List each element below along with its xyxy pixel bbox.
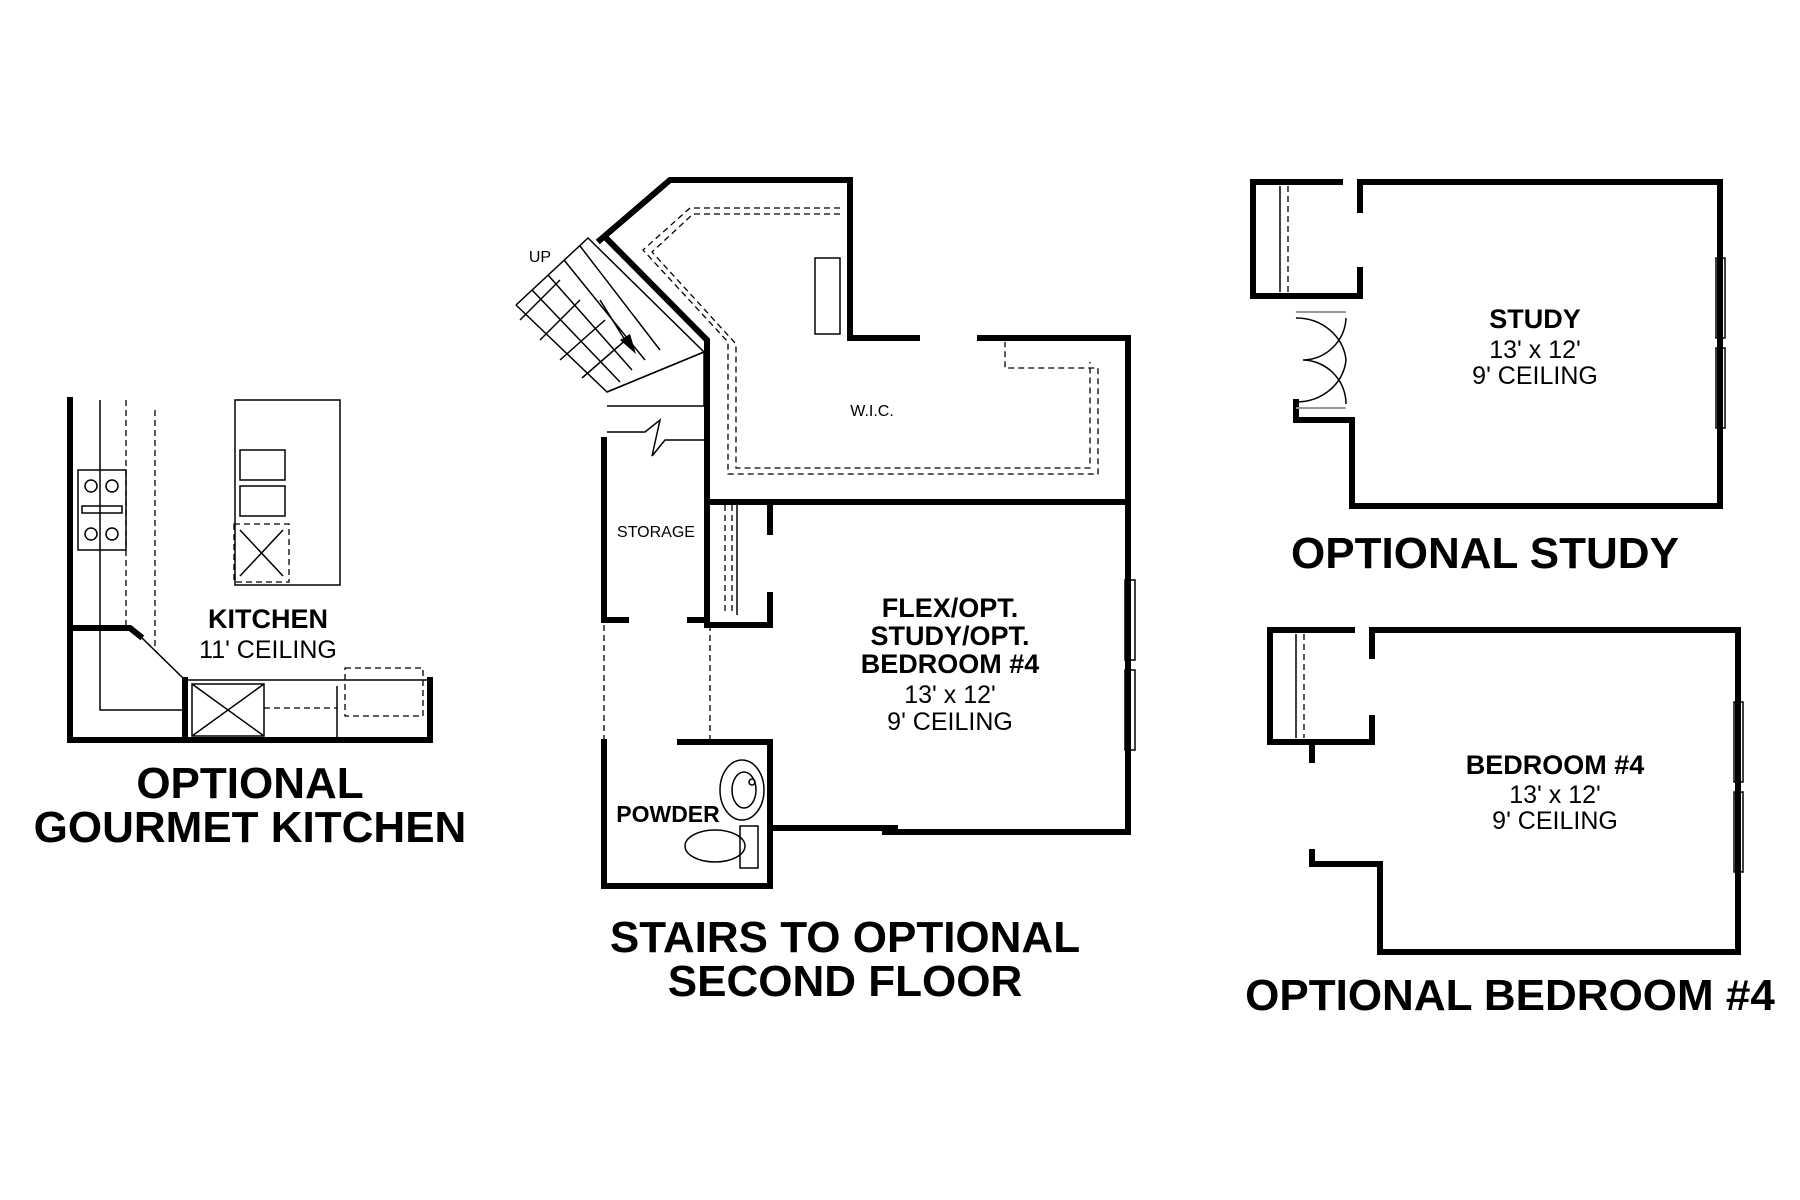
burner-icon [105,479,119,493]
burner-icon [105,527,119,541]
powder-wall [601,739,773,889]
kitchen-counter-wall [67,625,145,641]
sink-icon [719,759,765,821]
study-room-label: STUDY [1489,304,1581,334]
bedroom-wall [1267,627,1375,745]
flex-label-line1: FLEX/OPT. [882,593,1019,623]
wic-wall [603,235,1131,505]
kitchen-ceiling-label: 11' CEILING [199,636,337,664]
study-ceiling-label: 9' CEILING [1472,362,1598,390]
island-sink [233,523,290,583]
stair-tread [531,289,621,383]
optional-study-plan: STUDY 13' x 12' 9' CEILING OPTIONAL STUD… [1250,179,1726,578]
dishwasher-cross-icon [191,683,265,737]
study-wall [1293,179,1723,509]
storage-label: STORAGE [617,524,695,541]
gourmet-kitchen-plan: KITCHEN 11' CEILING OPTIONAL GOURMET KIT… [34,397,467,852]
flex-label-line3: BEDROOM #4 [861,649,1040,679]
kitchen-bottom-counter [184,679,431,741]
double-oven [239,449,286,481]
stair-tread [547,274,633,371]
bedroom-wall [1309,627,1741,955]
arrow-head-icon [620,334,636,354]
flex-room-wall [704,499,1131,835]
burner-icon [84,527,98,541]
kitchen-island [234,399,341,586]
kitchen-clearance-line [139,635,186,681]
up-label: UP [529,249,551,266]
study-title: OPTIONAL STUDY [1291,529,1679,578]
stair-tread [579,245,661,351]
burner-icon [84,479,98,493]
kitchen-room-label: KITCHEN [208,604,328,634]
optional-bedroom-plan: BEDROOM #4 13' x 12' 9' CEILING OPTIONAL… [1245,627,1775,1020]
kitchen-l-counter [99,628,185,711]
study-size-label: 13' x 12' [1489,336,1581,364]
cooktop-control [81,505,123,514]
stairs-second-floor-plan: UP STORAGE POWDER W.I.C. FLEX/OPT. STUDY [515,177,1136,1006]
flex-size-label: 13' x 12' [904,681,996,709]
wic-shelf [642,207,1099,475]
powder-label: POWDER [616,801,720,827]
stair-landing [606,350,705,407]
optional-counter [344,667,424,717]
toilet-tank-icon [739,825,759,869]
stair-tread [519,279,561,321]
staircase [515,236,706,457]
bedroom-ceiling-label: 9' CEILING [1492,807,1618,835]
flex-ceiling-label: 9' CEILING [887,708,1013,736]
wic-label: W.I.C. [850,403,894,420]
toilet-bowl-icon [684,829,746,863]
double-oven [239,485,286,517]
sink-basin-icon [731,771,757,809]
flex-window [1124,669,1136,751]
stairs-title-line2: SECOND FLOOR [668,957,1022,1006]
kitchen-title-line2: GOURMET KITCHEN [34,803,467,852]
stairs-title-line1: STAIRS TO OPTIONAL [610,913,1080,962]
bedroom-size-label: 13' x 12' [1509,781,1601,809]
wic-shelf [651,213,1091,469]
kitchen-outer-wall [67,397,433,743]
kitchen-title-line1: OPTIONAL [136,759,363,808]
stair-tread [539,299,581,341]
bedroom-title: OPTIONAL BEDROOM #4 [1245,971,1775,1020]
study-window [1715,257,1726,339]
flex-window [1124,579,1136,661]
stair-break-line [607,418,704,457]
wic-wall [595,177,920,341]
bedroom-room-label: BEDROOM #4 [1466,750,1645,780]
cooktop [77,469,127,551]
study-wall [1250,179,1363,299]
stair-tread [559,319,606,361]
study-door-swing [1295,317,1347,403]
wic-shelf-box [814,257,841,335]
sink-cross-icon [239,529,284,577]
bedroom-window [1733,791,1744,873]
dishwasher [191,683,265,737]
bedroom-window [1733,701,1744,783]
stair-tread [581,337,629,379]
faucet-icon [748,778,756,786]
study-window [1715,347,1726,429]
study-door-swing [1302,317,1347,405]
flex-label-line2: STUDY/OPT. [870,621,1029,651]
